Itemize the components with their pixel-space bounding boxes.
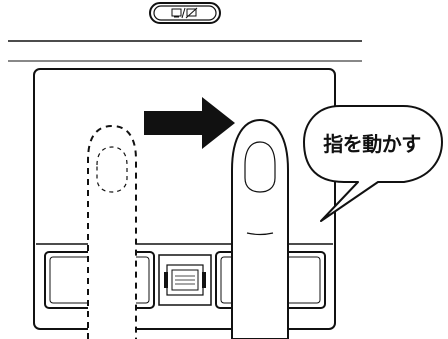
fingerprint-sensor[interactable] bbox=[158, 254, 212, 306]
finger-knuckle-line bbox=[246, 232, 274, 236]
fingerprint-sensor-icon bbox=[164, 264, 206, 296]
fingernail-start bbox=[96, 146, 128, 193]
instruction-label: 指を動かす bbox=[323, 131, 421, 156]
fingernail-end bbox=[244, 141, 276, 193]
right-arrow-icon bbox=[144, 97, 235, 149]
touchpad-toggle-switch[interactable] bbox=[149, 2, 221, 24]
speech-bubble bbox=[303, 105, 443, 222]
touchpad-toggle-icon bbox=[171, 7, 198, 19]
